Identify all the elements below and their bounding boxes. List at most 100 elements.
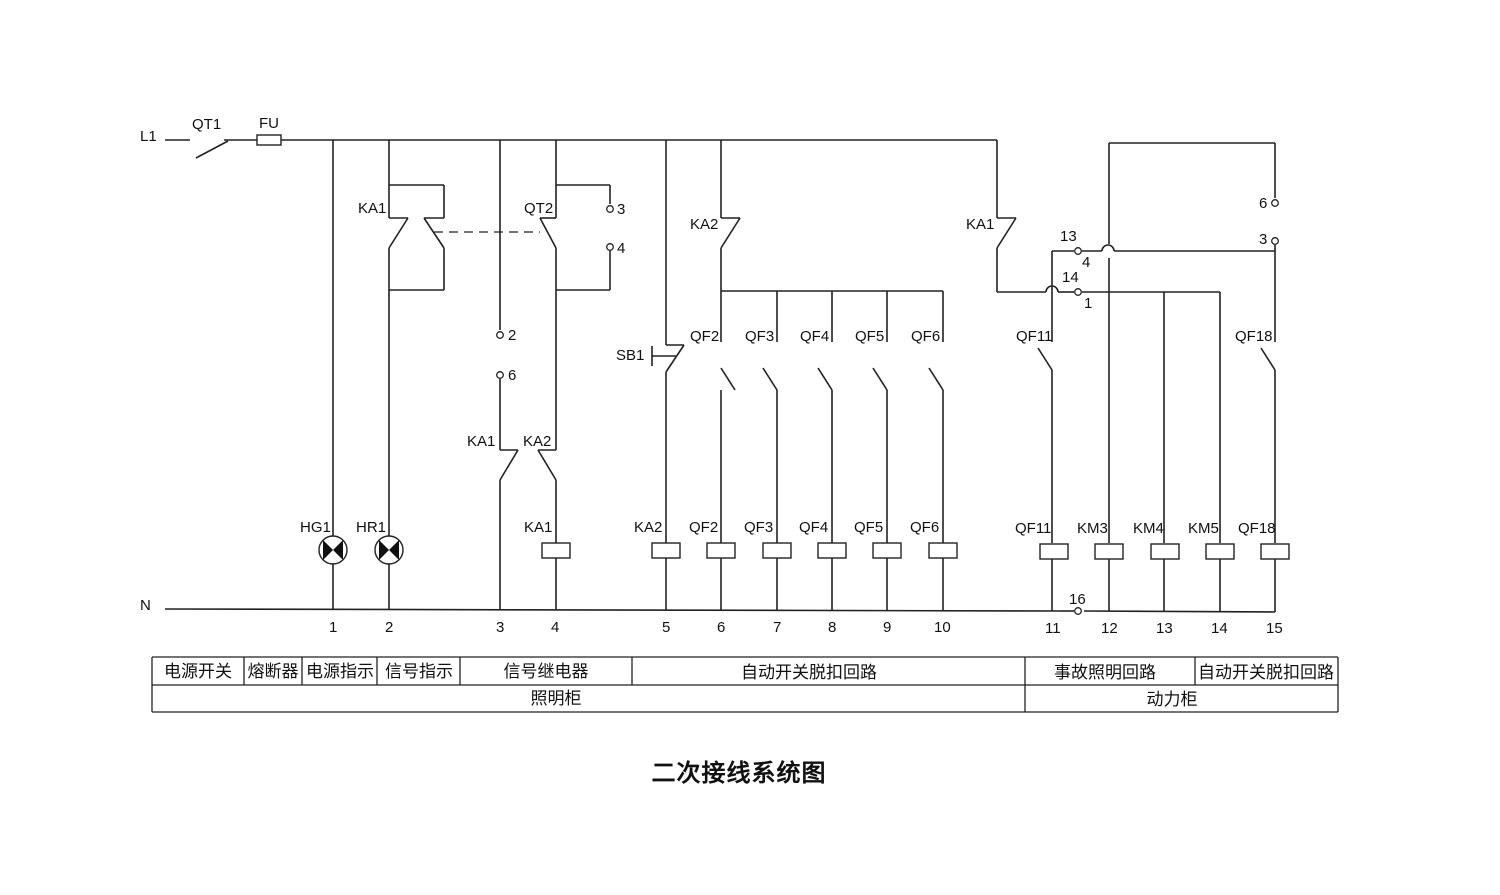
ka1-right-contact [996, 217, 1017, 249]
qf11-coil [1039, 543, 1069, 560]
qf3-coil-label: QF3 [744, 519, 773, 536]
ka2-upper-label: KA2 [690, 216, 718, 233]
table-cell-cabinet: 动力柜 [1147, 690, 1198, 709]
wire-number: 7 [773, 619, 781, 636]
wire-number: 5 [662, 619, 670, 636]
ka2-coil [651, 542, 681, 559]
wire-number: 4 [551, 619, 559, 636]
crossover-hop-upper [1101, 244, 1115, 252]
terminal-16 [1074, 607, 1082, 615]
terminal-2-label: 2 [508, 327, 516, 344]
terminal-6-right [1271, 199, 1279, 207]
n-busbar-right [1083, 610, 1276, 613]
wire-number: 10 [934, 619, 951, 636]
table-cell: 电源开关 [164, 662, 232, 681]
qf3-coil [762, 542, 792, 559]
table-cell: 事故照明回路 [1054, 663, 1156, 682]
ka1-coil-label: KA1 [524, 519, 552, 536]
ka1-nc-contact-right [423, 217, 445, 249]
sb1-label: SB1 [616, 347, 644, 364]
qf4-contact [817, 367, 833, 391]
km3-coil-label: KM3 [1077, 520, 1108, 537]
wire-number: 1 [329, 619, 337, 636]
table-cell: 熔断器 [248, 662, 299, 681]
qf2-coil-label: QF2 [689, 519, 718, 536]
fuse-symbol [256, 134, 282, 146]
fu-label: FU [259, 115, 279, 132]
ka1-contact-label: KA1 [358, 200, 386, 217]
terminal-3-right [1271, 237, 1279, 245]
ka1-lower-label: KA1 [467, 433, 495, 450]
line-label-l1: L1 [140, 128, 157, 145]
sb1-pushbutton-icon [651, 346, 676, 366]
qt2-terminal-4 [606, 243, 614, 251]
hr1-lamp-icon [374, 535, 404, 565]
ka1-coil [541, 542, 571, 559]
table-cell-cabinet: 照明柜 [531, 689, 582, 708]
qt1-switch-blade [195, 140, 229, 159]
hg1-lamp-icon [318, 535, 348, 565]
qf18-contact [1260, 347, 1276, 371]
wire-number: 13 [1156, 620, 1173, 637]
wire-number: 9 [883, 619, 891, 636]
km3-coil [1094, 543, 1124, 560]
terminal-2 [496, 331, 504, 339]
table-cell: 自动开关脱扣回路 [1198, 663, 1334, 682]
qf6-coil [928, 542, 958, 559]
wire-number: 3 [496, 619, 504, 636]
qt1-label: QT1 [192, 116, 221, 133]
qt2-label: QT2 [524, 200, 553, 217]
wire-number: 15 [1266, 620, 1283, 637]
terminal-16-label: 16 [1069, 591, 1086, 608]
qf5-top-label: QF5 [855, 328, 884, 345]
qf2-top-label: QF2 [690, 328, 719, 345]
qf11-top-label: QF11 [1016, 328, 1052, 345]
km5-coil [1205, 543, 1235, 560]
km5-coil-label: KM5 [1188, 520, 1219, 537]
qf6-contact [928, 367, 944, 391]
terminal-13-4 [1074, 247, 1082, 255]
qf11-coil-label: QF11 [1015, 520, 1051, 537]
qf2-coil [706, 542, 736, 559]
table-cell: 信号继电器 [504, 662, 589, 681]
qf4-top-label: QF4 [800, 328, 829, 345]
right-coil-group [1039, 543, 1290, 612]
qf4-coil-label: QF4 [799, 519, 828, 536]
wire-number: 11 [1045, 620, 1061, 637]
hg1-label: HG1 [300, 519, 331, 536]
table-cell: 自动开关脱扣回路 [741, 663, 877, 682]
diagram-title: 二次接线系统图 [652, 759, 827, 787]
qf-contact-group [720, 291, 944, 543]
sb1-contact [665, 344, 685, 373]
qf18-coil-label: QF18 [1238, 520, 1276, 537]
ka2-upper-contact [720, 217, 741, 249]
wire-number: 12 [1101, 620, 1118, 637]
ka1-lower-contact [499, 449, 519, 481]
terminal-1-label: 1 [1084, 295, 1092, 312]
qf5-contact [872, 367, 888, 391]
qt2-terminal-3 [606, 205, 614, 213]
wire-number: 2 [385, 619, 393, 636]
ka2-lower-label: KA2 [523, 433, 551, 450]
terminal-14-1 [1074, 288, 1082, 296]
wire-number: 8 [828, 619, 836, 636]
qf2-contact [720, 367, 736, 391]
qf5-coil [872, 542, 902, 559]
qf6-coil-label: QF6 [910, 519, 939, 536]
line-label-n: N [140, 597, 151, 614]
ka2-coil-label: KA2 [634, 519, 662, 536]
qf5-coil-label: QF5 [854, 519, 883, 536]
ka1-nc-contact-left [388, 217, 409, 249]
qt2-contact [539, 217, 557, 249]
qf18-top-label: QF18 [1235, 328, 1273, 345]
table-cell: 信号指示 [385, 662, 453, 681]
function-table: 电源开关 熔断器 电源指示 信号指示 信号继电器 自动开关脱扣回路 事故照明回路… [151, 656, 1339, 713]
terminal-14-label: 14 [1062, 269, 1079, 286]
terminal-6 [496, 371, 504, 379]
n-busbar [164, 608, 1061, 612]
km4-coil-label: KM4 [1133, 520, 1164, 537]
qf3-contact [762, 367, 778, 391]
qf18-coil [1260, 543, 1290, 560]
qt2-terminal-4-label: 4 [617, 240, 625, 257]
hr1-label: HR1 [356, 519, 386, 536]
